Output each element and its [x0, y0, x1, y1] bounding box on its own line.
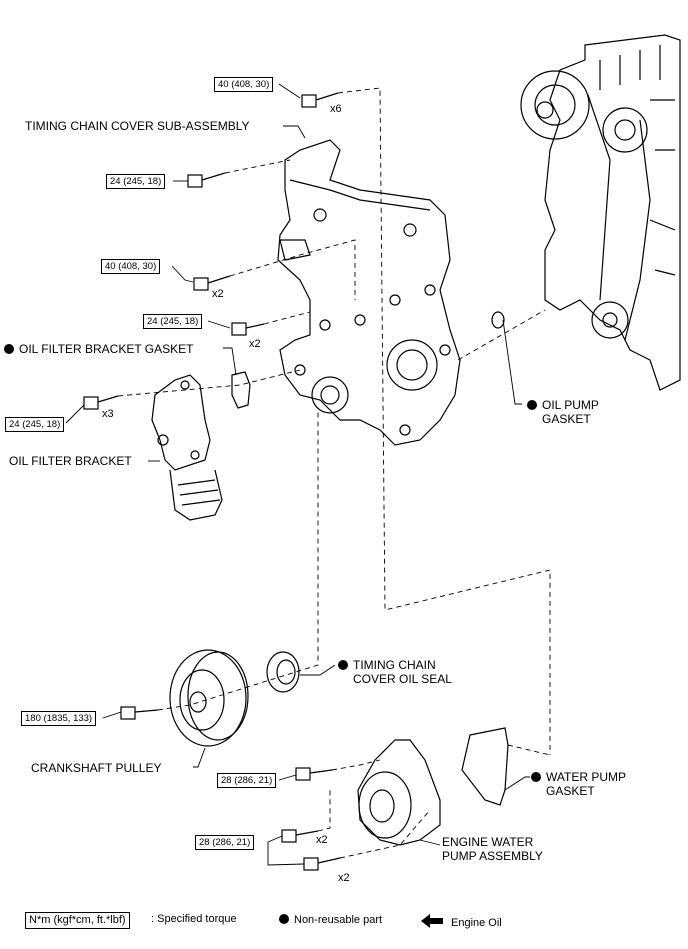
engine-block	[520, 34, 681, 391]
non-reusable-dot-icon	[527, 400, 537, 410]
legend-torque-box: N*m (kgf*cm, ft.*lbf)	[25, 912, 130, 929]
label-text: WATER PUMP	[546, 770, 626, 784]
oil-filter-bracket-gasket-shape	[231, 371, 251, 409]
label-timing-chain-cover: TIMING CHAIN COVER SUB-ASSEMBLY	[25, 119, 250, 133]
leader-lines	[65, 83, 530, 866]
quantity-label: x3	[102, 408, 114, 420]
label-crankshaft-pulley: CRANKSHAFT PULLEY	[31, 761, 162, 775]
quantity-label: x6	[330, 103, 342, 115]
label-oil-pump-gasket: OIL PUMP GASKET	[527, 398, 599, 426]
oil-filter-bracket	[151, 374, 223, 521]
label-text: TIMING CHAIN	[353, 658, 436, 672]
timing-chain-cover	[277, 139, 461, 446]
non-reusable-dot-icon	[279, 914, 289, 924]
torque-spec-1: 40 (408, 30)	[214, 77, 274, 92]
non-reusable-dot-icon	[4, 344, 14, 354]
legend-text: Non-reusable part	[294, 914, 383, 926]
torque-spec-6: 180 (1835, 133)	[21, 711, 97, 726]
crankshaft-pulley	[169, 649, 249, 747]
torque-spec-2: 24 (245, 18)	[106, 174, 166, 189]
label-engine-water-pump: ENGINE WATER PUMP ASSEMBLY	[442, 835, 543, 863]
label-text: COVER OIL SEAL	[353, 672, 452, 686]
engine-water-pump	[357, 739, 441, 846]
label-timing-chain-cover-oil-seal: TIMING CHAIN COVER OIL SEAL	[338, 658, 452, 686]
torque-spec-4: 24 (245, 18)	[143, 314, 203, 329]
quantity-label: x2	[316, 834, 328, 846]
water-pump-gasket-shape	[461, 727, 509, 806]
non-reusable-dot-icon	[531, 772, 541, 782]
label-text: GASKET	[546, 784, 595, 798]
legend-nonreusable: Non-reusable part	[279, 914, 382, 926]
torque-spec-3: 40 (408, 30)	[101, 259, 161, 274]
label-text: PUMP ASSEMBLY	[442, 849, 543, 863]
oil-pump-gasket-ring	[491, 311, 505, 329]
label-text: GASKET	[542, 412, 591, 426]
label-water-pump-gasket: WATER PUMP GASKET	[531, 770, 626, 798]
timing-chain-cover-oil-seal	[266, 651, 300, 693]
non-reusable-dot-icon	[338, 660, 348, 670]
label-oil-filter-bracket-gasket: OIL FILTER BRACKET GASKET	[4, 342, 194, 356]
torque-spec-8: 28 (286, 21)	[195, 835, 255, 850]
legend-torque-text: : Specified torque	[151, 913, 237, 925]
quantity-label: x2	[212, 288, 224, 300]
torque-spec-7: 28 (286, 21)	[217, 773, 277, 788]
legend-text: Engine Oil	[451, 917, 502, 929]
label-text: ENGINE WATER	[442, 835, 534, 849]
label-text: OIL PUMP	[542, 398, 599, 412]
label-oil-filter-bracket: OIL FILTER BRACKET	[9, 454, 132, 468]
legend-engine-oil: Engine Oil	[421, 914, 502, 929]
torque-spec-5: 24 (245, 18)	[5, 417, 65, 432]
quantity-label: x2	[338, 872, 350, 884]
bolts	[83, 92, 341, 871]
quantity-label: x2	[249, 338, 261, 350]
assembly-guide-lines	[117, 87, 551, 859]
label-text: OIL FILTER BRACKET GASKET	[19, 342, 194, 356]
engine-oil-arrow-icon	[421, 914, 443, 928]
